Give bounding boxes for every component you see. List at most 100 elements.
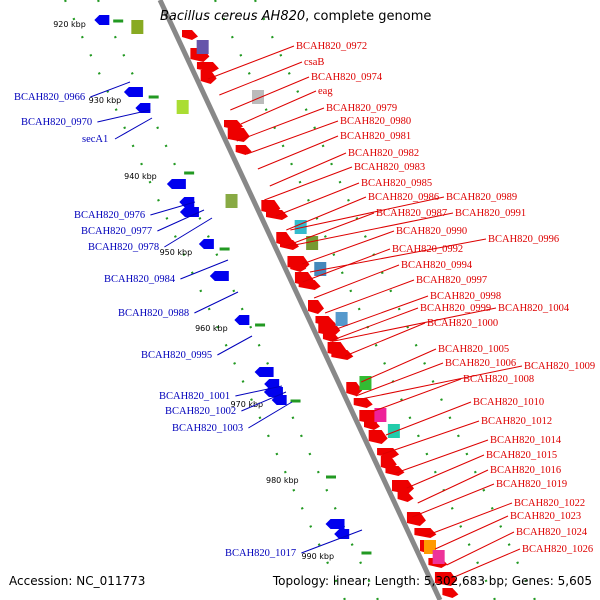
reverse-gene-label: BCAH820_0970 <box>21 117 92 128</box>
reverse-leader <box>90 81 131 98</box>
feature-block <box>314 262 327 276</box>
feature-block <box>306 236 319 250</box>
reverse-leader <box>241 391 287 412</box>
feature-block <box>359 376 372 390</box>
forward-leader <box>424 502 513 537</box>
feature-block <box>252 90 264 104</box>
feature-block <box>387 424 400 438</box>
reverse-leader <box>157 209 205 232</box>
reverse-leader <box>180 259 229 280</box>
reverse-gene <box>234 315 250 325</box>
forward-leader <box>361 365 523 400</box>
reverse-gene <box>325 519 345 529</box>
feature-block <box>131 20 144 34</box>
forward-leader <box>355 362 444 397</box>
forward-gene-label: BCAH820_1000 <box>427 318 498 329</box>
forward-gene <box>224 120 243 130</box>
reverse-gene-label: BCAH820_0984 <box>104 274 176 285</box>
forward-leader <box>371 378 462 413</box>
forward-leader <box>236 107 325 142</box>
reverse-gene <box>263 387 283 397</box>
forward-gene-label: BCAH820_0991 <box>455 208 526 219</box>
reverse-gene-label: BCAH820_0978 <box>88 242 159 253</box>
forward-leader <box>302 248 391 283</box>
forward-gene <box>346 382 363 396</box>
forward-gene-label: BCAH820_1016 <box>490 465 561 476</box>
kbp-label: 950 kbp <box>160 248 193 257</box>
forward-gene-label: csaB <box>304 57 324 68</box>
forward-leader <box>302 230 395 265</box>
forward-leader <box>446 531 515 566</box>
forward-gene-label: BCAH820_0997 <box>416 275 487 286</box>
feature-block <box>432 550 445 564</box>
forward-gene <box>353 398 373 408</box>
feature-block <box>335 312 348 326</box>
forward-gene <box>392 480 414 494</box>
forward-gene <box>200 70 217 84</box>
forward-gene-label: BCAH820_0990 <box>396 226 467 237</box>
forward-leader <box>412 483 495 518</box>
forward-gene <box>182 30 198 40</box>
kbp-label: 970 kbp <box>231 400 264 409</box>
forward-gene <box>331 350 354 360</box>
forward-gene-label: BCAH820_0981 <box>340 131 411 142</box>
kbp-label: 920 kbp <box>53 20 86 29</box>
forward-gene-label: BCAH820_1008 <box>463 374 534 385</box>
forward-leader <box>406 454 485 489</box>
forward-gene <box>368 430 388 444</box>
forward-gene-label: eag <box>318 86 333 97</box>
reverse-gene <box>179 207 199 217</box>
reverse-gene-label: BCAH820_1002 <box>165 406 236 417</box>
reverse-gene-label: secA1 <box>82 134 108 145</box>
forward-gene <box>308 300 324 314</box>
forward-gene-label: BCAH820_1014 <box>490 435 562 446</box>
reverse-gene-label: BCAH820_0995 <box>141 350 212 361</box>
forward-leader <box>269 152 347 187</box>
forward-gene-label: BCAH820_0972 <box>296 41 367 52</box>
forward-gene-label: BCAH820_0979 <box>326 103 397 114</box>
forward-leader <box>289 212 454 247</box>
reverse-leader <box>235 385 283 397</box>
forward-gene <box>290 262 307 272</box>
kbp-label: 960 kbp <box>195 324 228 333</box>
feature-block <box>294 220 307 234</box>
kbp-label: 980 kbp <box>266 476 299 485</box>
reverse-gene <box>264 379 280 389</box>
kbp-label: 940 kbp <box>124 172 157 181</box>
reverse-gene <box>179 197 195 207</box>
forward-gene-label: BCAH820_0987 <box>376 208 447 219</box>
reverse-gene-label: BCAH820_0976 <box>74 210 145 221</box>
forward-leader <box>290 196 445 231</box>
forward-gene-label: BCAH820_1009 <box>524 361 595 372</box>
reverse-leader <box>248 401 293 429</box>
forward-gene-label: BCAH820_1023 <box>510 511 581 522</box>
reverse-gene <box>254 367 274 377</box>
forward-leader <box>309 238 487 273</box>
forward-leader <box>442 548 521 583</box>
forward-gene-label: BCAH820_1010 <box>473 397 544 408</box>
forward-gene <box>298 280 321 290</box>
forward-leader <box>434 515 509 550</box>
reverse-leader <box>217 335 253 356</box>
forward-leader <box>286 196 367 231</box>
forward-leader <box>257 135 339 170</box>
reverse-leader <box>97 109 151 123</box>
forward-gene-label: BCAH820_0985 <box>361 178 432 189</box>
forward-leader <box>336 295 429 330</box>
reverse-gene <box>123 87 143 97</box>
forward-gene-label: BCAH820_1004 <box>498 303 570 314</box>
forward-gene-label: BCAH820_1022 <box>514 498 585 509</box>
forward-leader <box>230 76 310 111</box>
reverse-gene-label: BCAH820_1001 <box>159 391 230 402</box>
forward-leader <box>417 469 489 504</box>
forward-leader <box>329 307 419 342</box>
forward-gene-label: BCAH820_1024 <box>516 527 588 538</box>
feature-block <box>225 194 238 208</box>
forward-leader <box>324 279 415 314</box>
reverse-gene <box>209 271 229 281</box>
reverse-gene-label: BCAH820_0988 <box>118 308 189 319</box>
forward-leader <box>334 307 497 342</box>
forward-leader <box>344 322 426 357</box>
forward-gene-label: BCAH820_0989 <box>446 192 517 203</box>
